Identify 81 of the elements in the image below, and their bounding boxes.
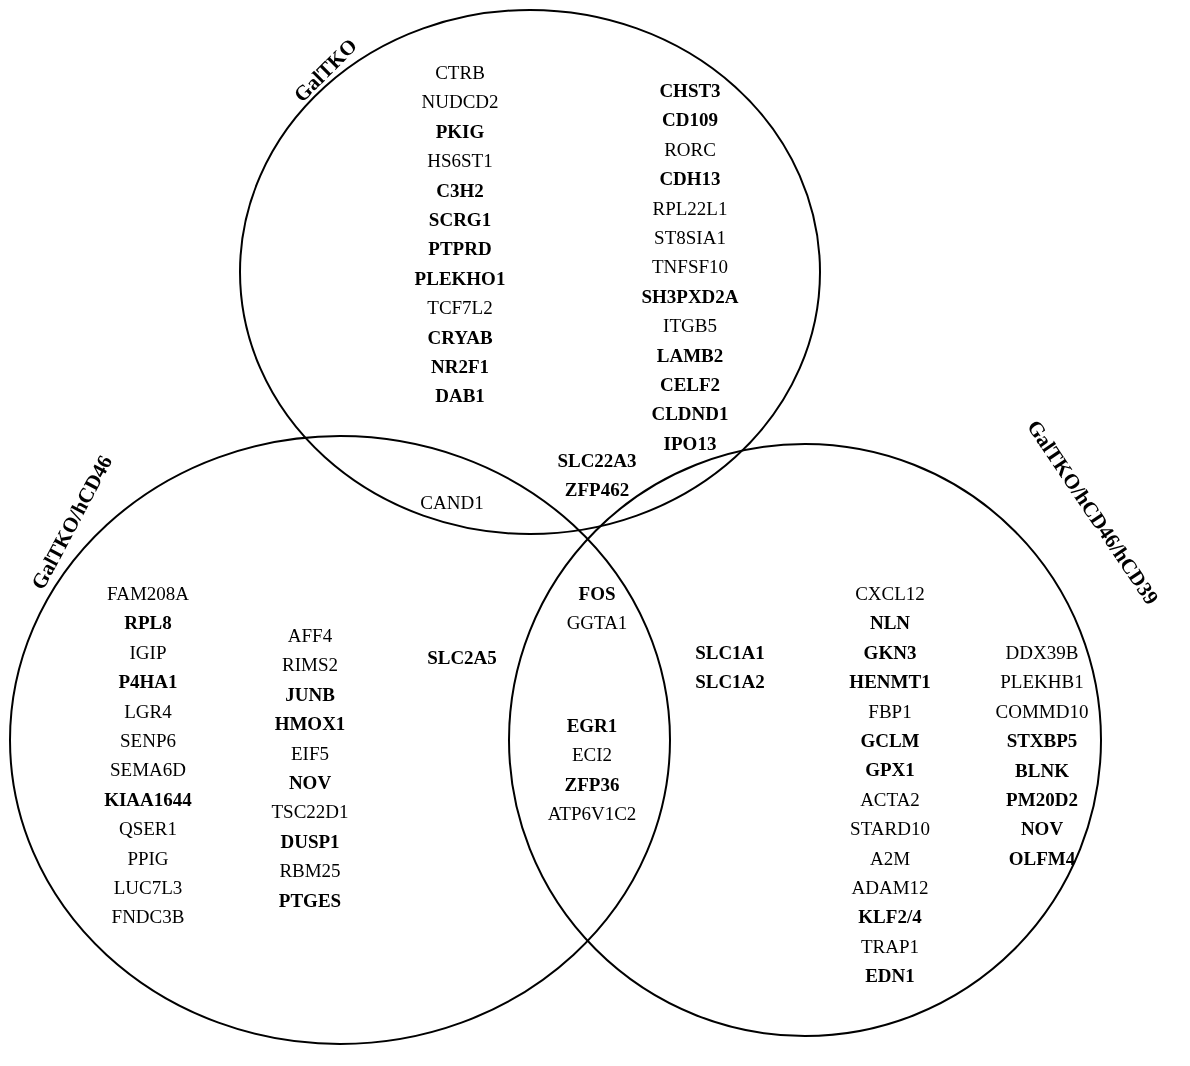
- gene-name: STARD10: [850, 818, 930, 841]
- gene-name: QSER1: [118, 818, 178, 841]
- gene-name: SCRG1: [428, 209, 492, 231]
- gene-name: ADAM12: [851, 877, 929, 899]
- gene-name: LAMB2: [656, 344, 724, 367]
- gene-name: HS6ST1: [427, 150, 493, 173]
- gene-name: SLC1A1: [695, 642, 765, 664]
- gene-name: JUNB: [285, 683, 335, 706]
- gene-name: SH3PXD2A: [641, 285, 739, 308]
- gene-name: COMMD10: [995, 700, 1089, 723]
- gene-name: TSC22D1: [271, 801, 349, 824]
- gene-name: DDX39B: [1005, 642, 1079, 664]
- gene-name: PKIG: [435, 120, 485, 143]
- gene-name: RPL8: [124, 612, 172, 635]
- gene-name: GCLM: [860, 730, 920, 752]
- gene-name: NUDCD2: [421, 91, 499, 114]
- gene-name: PTPRD: [428, 238, 492, 261]
- gene-name: FOS: [578, 583, 616, 605]
- gene-name: P4HA1: [118, 671, 178, 694]
- gene-name: FBP1: [868, 700, 912, 723]
- gene-name: SEMA6D: [110, 759, 186, 782]
- gene-name: LGR4: [124, 700, 172, 723]
- gene-name: PLEKHO1: [414, 267, 506, 290]
- gene-name: NR2F1: [430, 356, 490, 378]
- gene-name: RPL22L1: [652, 197, 728, 220]
- gene-name: NOV: [288, 772, 332, 794]
- gene-name: TNFSF10: [652, 256, 728, 279]
- gene-name: CD109: [662, 109, 718, 132]
- gene-name: RORC: [664, 138, 716, 161]
- gene-name: KIAA1644: [104, 788, 192, 811]
- gene-name: CAND1: [420, 492, 484, 514]
- gene-name: ATP6V1C2: [547, 803, 637, 826]
- gene-name: SLC22A3: [557, 450, 637, 472]
- gene-name: ITGB5: [663, 315, 717, 338]
- gene-name: HENMT1: [849, 671, 931, 694]
- gene-name: LUC7L3: [113, 877, 183, 899]
- gene-name: CXCL12: [855, 583, 925, 605]
- gene-name: CTRB: [435, 62, 485, 84]
- gene-name: SLC1A2: [695, 671, 765, 694]
- gene-name: PLEKHB1: [1000, 671, 1084, 694]
- gene-name: C3H2: [436, 179, 484, 202]
- gene-name: ZFP462: [564, 479, 630, 502]
- gene-name: NLN: [869, 612, 911, 635]
- gene-name: CELF2: [659, 374, 721, 396]
- gene-name: CDH13: [659, 168, 721, 191]
- gene-name: DUSP1: [280, 830, 340, 853]
- gene-name: TCF7L2: [427, 297, 493, 320]
- gene-name: EDN1: [865, 965, 915, 988]
- gene-name: ECI2: [571, 744, 613, 767]
- gene-name: EIF5: [291, 742, 329, 765]
- gene-name: CRYAB: [427, 326, 493, 349]
- gene-name: AFF4: [287, 625, 333, 647]
- gene-name: TRAP1: [860, 935, 920, 958]
- gene-name: GGTA1: [566, 612, 628, 635]
- gene-name: ZFP36: [564, 773, 620, 796]
- gene-name: HMOX1: [274, 713, 346, 736]
- gene-name: ACTA2: [860, 788, 920, 811]
- gene-name: SENP6: [120, 730, 176, 752]
- gene-name: FAM208A: [107, 583, 189, 605]
- gene-name: SLC2A5: [427, 647, 497, 669]
- gene-name: DAB1: [435, 385, 485, 408]
- gene-name: STXBP5: [1006, 730, 1078, 753]
- gene-name: KLF2/4: [858, 906, 922, 929]
- gene-name: PPIG: [127, 847, 169, 870]
- gene-name: BLNK: [1015, 759, 1069, 782]
- gene-name: IGIP: [129, 641, 167, 664]
- gene-name: PTGES: [278, 889, 342, 912]
- gene-name: OLFM4: [1008, 847, 1076, 870]
- gene-name: A2M: [869, 847, 911, 870]
- gene-name: RIMS2: [282, 654, 338, 677]
- gene-name: CHST3: [659, 80, 721, 102]
- gene-name: FNDC3B: [111, 906, 185, 929]
- gene-name: PM20D2: [1006, 789, 1078, 811]
- gene-name: ST8SIA1: [654, 227, 726, 249]
- gene-name: NOV: [1020, 818, 1064, 841]
- gene-name: IPO13: [663, 432, 717, 455]
- gene-name: CLDND1: [651, 403, 729, 426]
- gene-name: EGR1: [566, 715, 618, 737]
- gene-name: GPX1: [865, 759, 915, 782]
- gene-name: RBM25: [279, 860, 341, 883]
- gene-name: GKN3: [863, 641, 917, 664]
